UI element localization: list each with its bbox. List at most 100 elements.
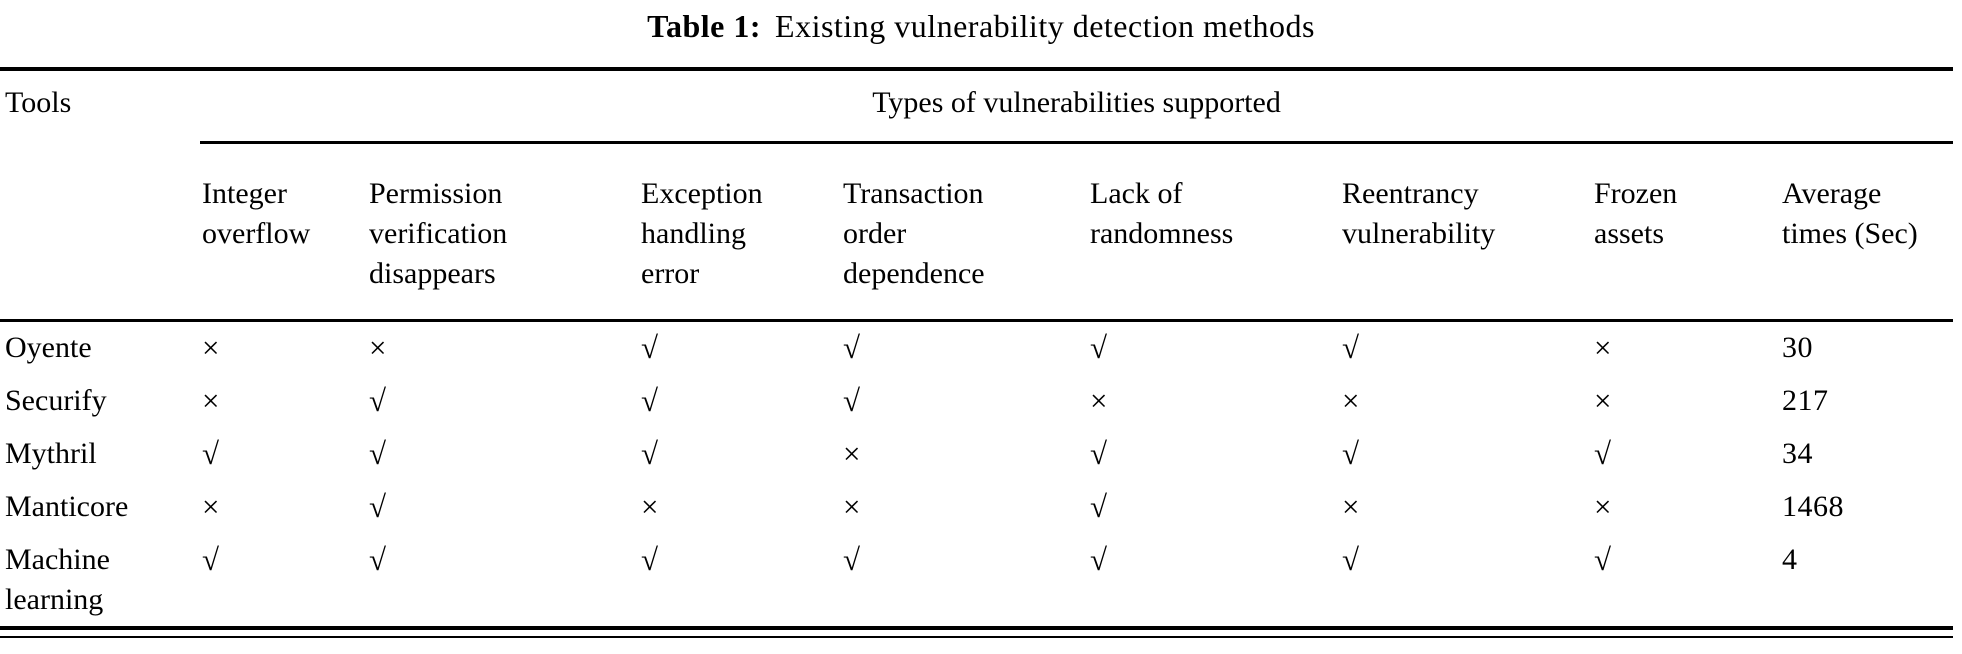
check-mark: √ <box>202 436 220 471</box>
check-mark: √ <box>1090 489 1108 524</box>
cross-mark: × <box>843 436 861 471</box>
check-mark: √ <box>1342 436 1360 471</box>
column-header-lack-of-randomness: Lack of randomness <box>1088 142 1340 322</box>
bottom-rule-thick <box>0 626 1953 630</box>
mark-cell: √ <box>367 428 639 481</box>
cross-mark: × <box>202 489 220 524</box>
cross-mark: × <box>641 489 659 524</box>
check-mark: √ <box>641 383 659 418</box>
mark-cell: √ <box>200 534 367 626</box>
mark-cell: √ <box>1592 428 1780 481</box>
mark-cell: × <box>1340 375 1592 428</box>
mark-cell: √ <box>841 321 1088 376</box>
average-time-value: 1468 <box>1782 490 1844 523</box>
cross-mark: × <box>1594 489 1612 524</box>
check-mark: √ <box>1090 436 1108 471</box>
mark-cell: √ <box>639 375 841 428</box>
mark-cell: × <box>367 321 639 376</box>
tool-name: Securify <box>5 384 107 417</box>
mark-cell: √ <box>1592 534 1780 626</box>
table-bottom-rules <box>0 626 1953 638</box>
mark-cell: × <box>1592 481 1780 534</box>
mark-cell: √ <box>1340 534 1592 626</box>
table-row-machine-learning: Machine learning √ √ √ √ √ √ √ 4 <box>0 534 1953 626</box>
column-header-tools: Tools <box>0 69 200 322</box>
bottom-rule-thin <box>0 636 1953 638</box>
check-mark: √ <box>641 436 659 471</box>
mark-cell: √ <box>841 534 1088 626</box>
mark-cell: √ <box>841 375 1088 428</box>
tool-name: Oyente <box>5 331 92 364</box>
mark-cell: √ <box>639 534 841 626</box>
cross-mark: × <box>843 489 861 524</box>
mark-cell: × <box>1592 321 1780 376</box>
check-mark: √ <box>1342 542 1360 577</box>
mark-cell: √ <box>367 481 639 534</box>
mark-cell: √ <box>1088 481 1340 534</box>
mark-cell: × <box>200 321 367 376</box>
mark-cell: √ <box>200 428 367 481</box>
mark-cell: × <box>200 375 367 428</box>
mark-cell: × <box>841 428 1088 481</box>
tool-name: Manticore <box>5 490 129 523</box>
group-header-types-of-vulnerabilities: Types of vulnerabilities supported <box>200 69 1954 144</box>
mark-cell: √ <box>1340 428 1592 481</box>
cross-mark: × <box>1594 330 1612 365</box>
cross-mark: × <box>1342 489 1360 524</box>
check-mark: √ <box>1090 330 1108 365</box>
mark-cell: √ <box>639 321 841 376</box>
check-mark: √ <box>369 436 387 471</box>
check-mark: √ <box>1594 542 1612 577</box>
vulnerability-methods-table: Tools Types of vulnerabilities supported… <box>0 67 1954 626</box>
average-time-value: 30 <box>1782 331 1813 364</box>
mark-cell: √ <box>1088 428 1340 481</box>
check-mark: √ <box>1090 542 1108 577</box>
check-mark: √ <box>641 330 659 365</box>
mark-cell: × <box>1088 375 1340 428</box>
column-header-reentrancy-vulnerability: Reentrancy vulnerability <box>1340 142 1592 322</box>
column-header-transaction-order-dependence: Transaction order dependence <box>841 142 1088 322</box>
table-caption: Table 1: Existing vulnerability detection… <box>0 0 1962 46</box>
table-row-oyente: Oyente × × √ √ √ √ × 30 <box>0 321 1953 376</box>
mark-cell: √ <box>367 375 639 428</box>
check-mark: √ <box>843 330 861 365</box>
column-header-integer-overflow: Integer overflow <box>200 142 367 322</box>
average-time-value: 217 <box>1782 384 1829 417</box>
table-caption-number: Table 1: <box>647 8 762 44</box>
cross-mark: × <box>369 330 387 365</box>
cross-mark: × <box>1594 383 1612 418</box>
check-mark: √ <box>369 489 387 524</box>
cross-mark: × <box>1090 383 1108 418</box>
check-mark: √ <box>843 383 861 418</box>
cross-mark: × <box>1342 383 1360 418</box>
tool-name: Mythril <box>5 437 97 470</box>
table-row-manticore: Manticore × √ × × √ × × 1468 <box>0 481 1953 534</box>
group-header-row: Tools Types of vulnerabilities supported <box>0 69 1954 322</box>
check-mark: √ <box>369 383 387 418</box>
table-row-mythril: Mythril √ √ √ × √ √ √ 34 <box>0 428 1953 481</box>
check-mark: √ <box>369 542 387 577</box>
table-row-securify: Securify × √ √ √ × × × 217 <box>0 375 1953 428</box>
column-header-frozen-assets: Frozen assets <box>1592 142 1780 322</box>
mark-cell: √ <box>639 428 841 481</box>
check-mark: √ <box>843 542 861 577</box>
mark-cell: × <box>1340 481 1592 534</box>
mark-cell: × <box>1592 375 1780 428</box>
check-mark: √ <box>1594 436 1612 471</box>
mark-cell: √ <box>367 534 639 626</box>
mark-cell: √ <box>1088 321 1340 376</box>
mark-cell: × <box>841 481 1088 534</box>
check-mark: √ <box>202 542 220 577</box>
table-caption-text: Existing vulnerability detection methods <box>775 8 1315 44</box>
check-mark: √ <box>1342 330 1360 365</box>
mark-cell: √ <box>1088 534 1340 626</box>
column-header-exception-handling-error: Exception handling error <box>639 142 841 322</box>
column-header-average-times: Average times (Sec) <box>1780 142 1954 322</box>
average-time-value: 4 <box>1782 543 1798 576</box>
column-header-permission-verification-disappears: Permission verification disappears <box>367 142 639 322</box>
check-mark: √ <box>641 542 659 577</box>
cross-mark: × <box>202 383 220 418</box>
mark-cell: × <box>639 481 841 534</box>
column-header-row: Integer overflow Permission verification… <box>0 142 1954 322</box>
